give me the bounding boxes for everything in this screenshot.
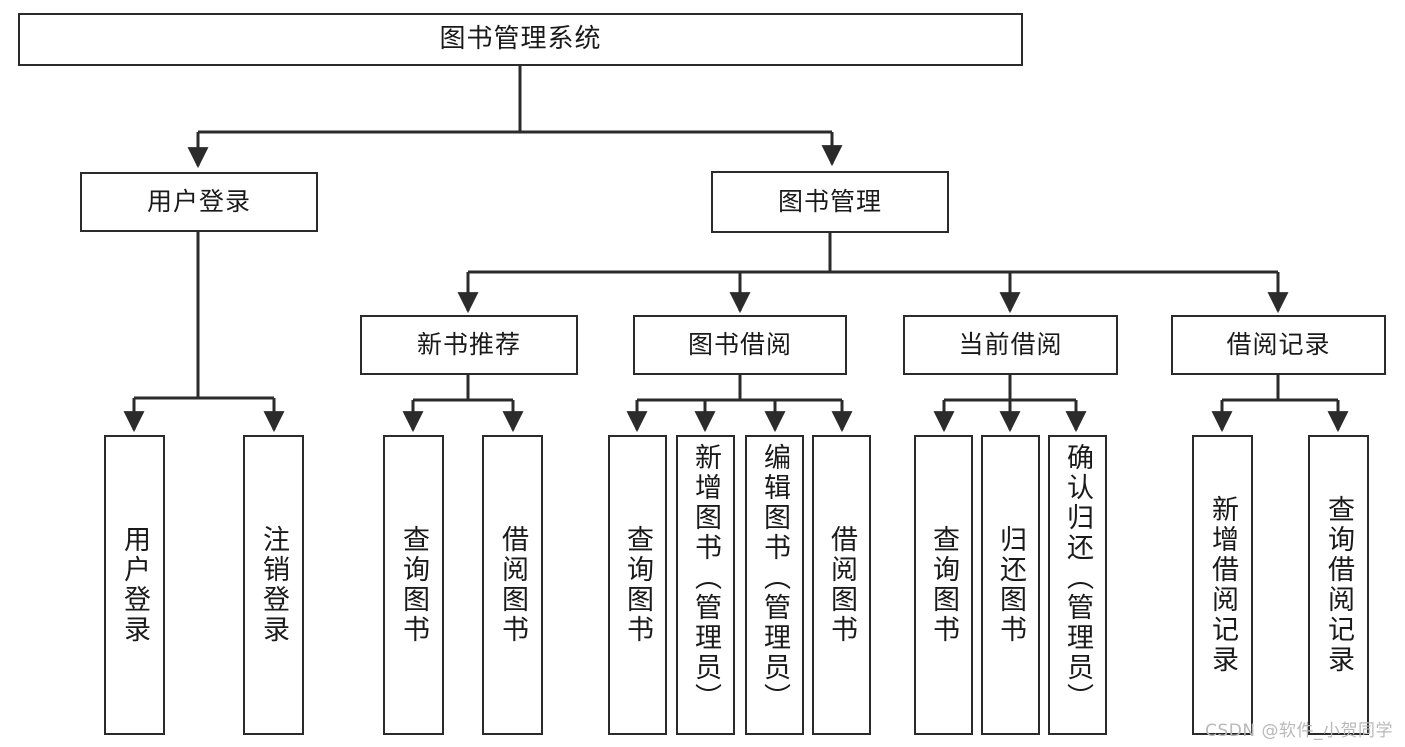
node-book-borrowing[interactable]: 图书借阅 (633, 315, 847, 375)
node-label: 查询借阅记录 (1323, 495, 1354, 675)
leaf-user-login-login[interactable]: 用户登录 (104, 435, 165, 735)
node-new-book-recommendation[interactable]: 新书推荐 (360, 315, 578, 375)
csdn-watermark: CSDN @软件_小贺同学 (1205, 721, 1393, 741)
leaf-new-book-borrow-books[interactable]: 借阅图书 (482, 435, 543, 735)
node-root-book-management-system[interactable]: 图书管理系统 (18, 13, 1023, 66)
node-label: 用户登录 (146, 187, 251, 217)
node-label: 注销登录 (258, 525, 289, 645)
leaf-book-borrow-query-books[interactable]: 查询图书 (608, 435, 667, 735)
node-user-login[interactable]: 用户登录 (80, 172, 318, 232)
node-label: 编辑图书（管理员） (759, 443, 790, 713)
node-label: 用户登录 (119, 525, 150, 645)
node-label: 借阅图书 (826, 525, 857, 645)
leaf-current-borrow-query-books[interactable]: 查询图书 (914, 435, 973, 735)
leaf-new-book-query-books[interactable]: 查询图书 (383, 435, 444, 735)
node-book-management[interactable]: 图书管理 (711, 171, 949, 233)
node-label: 图书管理系统 (439, 24, 602, 55)
leaf-book-borrow-borrow-books[interactable]: 借阅图书 (812, 435, 871, 735)
leaf-user-login-logout[interactable]: 注销登录 (243, 435, 304, 735)
node-current-borrowing[interactable]: 当前借阅 (903, 315, 1118, 375)
node-label: 新增图书（管理员） (690, 443, 721, 713)
leaf-current-borrow-return-books[interactable]: 归还图书 (981, 435, 1040, 735)
node-label: 归还图书 (995, 525, 1026, 645)
leaf-record-query-borrow-record[interactable]: 查询借阅记录 (1308, 435, 1369, 735)
node-label: 查询图书 (398, 525, 429, 645)
node-label: 借阅图书 (497, 525, 528, 645)
node-borrowing-records[interactable]: 借阅记录 (1171, 315, 1386, 375)
leaf-record-add-borrow-record[interactable]: 新增借阅记录 (1192, 435, 1253, 735)
node-label: 新增借阅记录 (1207, 495, 1238, 675)
leaf-book-borrow-add-book-admin[interactable]: 新增图书（管理员） (676, 435, 735, 735)
node-label: 图书借阅 (687, 330, 792, 360)
node-label: 查询图书 (928, 525, 959, 645)
node-label: 借阅记录 (1226, 330, 1331, 360)
node-label: 查询图书 (622, 525, 653, 645)
node-label: 当前借阅 (958, 330, 1063, 360)
node-label: 图书管理 (777, 187, 882, 217)
node-label: 确认归还（管理员） (1062, 443, 1093, 713)
node-label: 新书推荐 (416, 330, 521, 360)
leaf-current-borrow-confirm-return-admin[interactable]: 确认归还（管理员） (1048, 435, 1107, 735)
leaf-book-borrow-edit-book-admin[interactable]: 编辑图书（管理员） (745, 435, 804, 735)
